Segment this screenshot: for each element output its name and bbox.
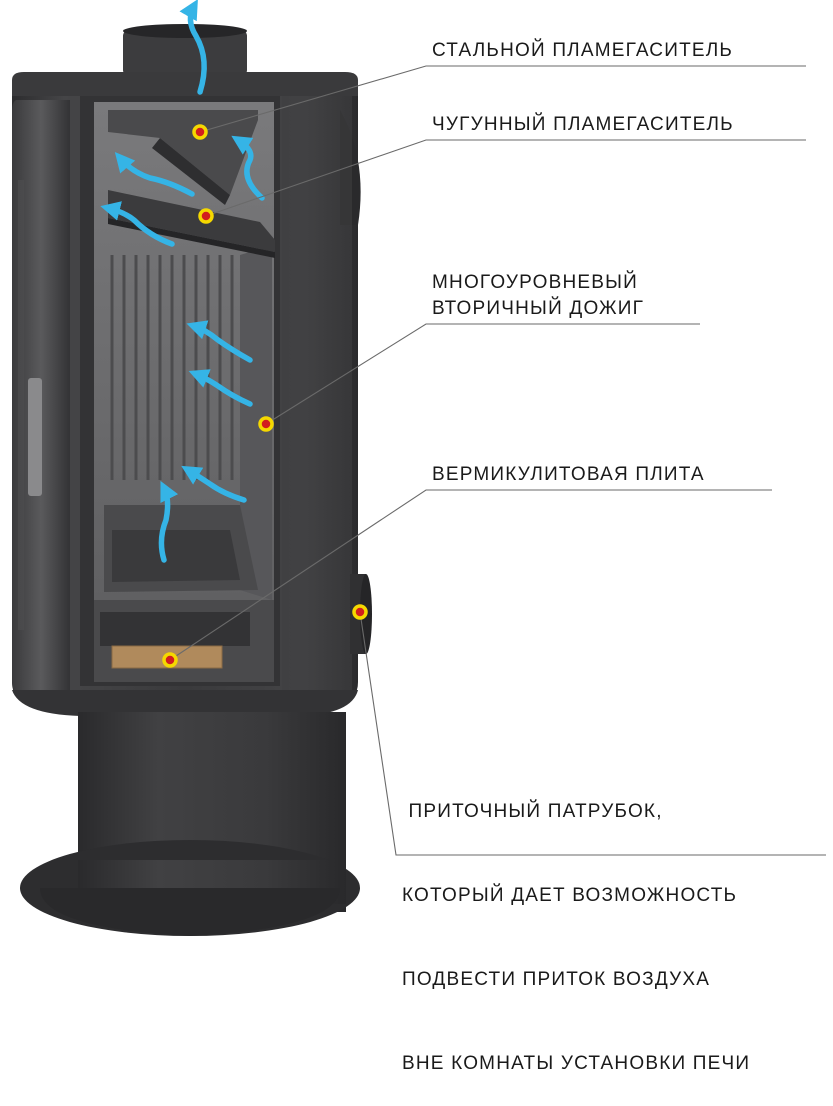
flue-collar: [123, 24, 247, 76]
callout-marker-icon: [162, 652, 178, 668]
callout-marker-icon: [192, 124, 208, 140]
label-air-inlet-line-2: КОТОРЫЙ ДАЕТ ВОЗМОЖНОСТЬ: [402, 885, 738, 906]
label-vermiculite-plate: ВЕРМИКУЛИТОВАЯ ПЛИТА: [432, 464, 705, 485]
callout-marker-icon: [352, 604, 368, 620]
label-air-inlet-line-3: ПОДВЕСТИ ПРИТОК ВОЗДУХА: [402, 969, 711, 990]
airflow-arrow-icon: [158, 480, 179, 563]
door-handle: [28, 378, 42, 496]
callout-leaders: [169, 65, 826, 856]
stove-diagram: [12, 0, 826, 936]
airflow-arrow-icon: [188, 369, 253, 407]
steel-deflector-plate: [108, 110, 258, 195]
callout-marker-icon: [198, 208, 214, 224]
firebox-cutaway: [80, 96, 280, 686]
airflow-arrows: [100, 0, 265, 563]
label-air-inlet-line-1: ПРИТОЧНЫЙ ПАТРУБОК,: [402, 801, 663, 822]
airflow-arrow-icon: [231, 135, 265, 201]
cast-iron-deflector-plate: [108, 190, 275, 252]
label-air-inlet-line-4: ВНЕ КОМНАТЫ УСТАНОВКИ ПЕЧИ: [402, 1053, 751, 1074]
airflow-arrow-icon: [181, 465, 247, 503]
stove-base: [12, 690, 360, 936]
airflow-arrow-icon: [179, 0, 207, 95]
back-wall-ribs: [110, 255, 234, 480]
label-secondary-burn-line-1: МНОГОУРОВНЕВЫЙ: [432, 272, 639, 293]
label-secondary-burn: МНОГОУРОВНЕВЫЙ ВТОРИЧНЫЙ ДОЖИГ: [432, 270, 644, 322]
label-air-inlet: ПРИТОЧНЫЙ ПАТРУБОК, КОТОРЫЙ ДАЕТ ВОЗМОЖН…: [402, 742, 750, 1106]
label-cast-iron-deflector: ЧУГУННЫЙ ПЛАМЕГАСИТЕЛЬ: [432, 114, 734, 135]
label-steel-deflector: СТАЛЬНОЙ ПЛАМЕГАСИТЕЛЬ: [432, 40, 734, 61]
callout-markers: [162, 124, 368, 668]
callout-marker-icon: [258, 416, 274, 432]
airflow-arrow-icon: [114, 151, 195, 197]
label-secondary-burn-line-2: ВТОРИЧНЫЙ ДОЖИГ: [432, 298, 645, 319]
airflow-arrow-icon: [100, 201, 175, 247]
stove-top-cap: [12, 72, 358, 96]
airflow-arrow-icon: [186, 320, 253, 363]
